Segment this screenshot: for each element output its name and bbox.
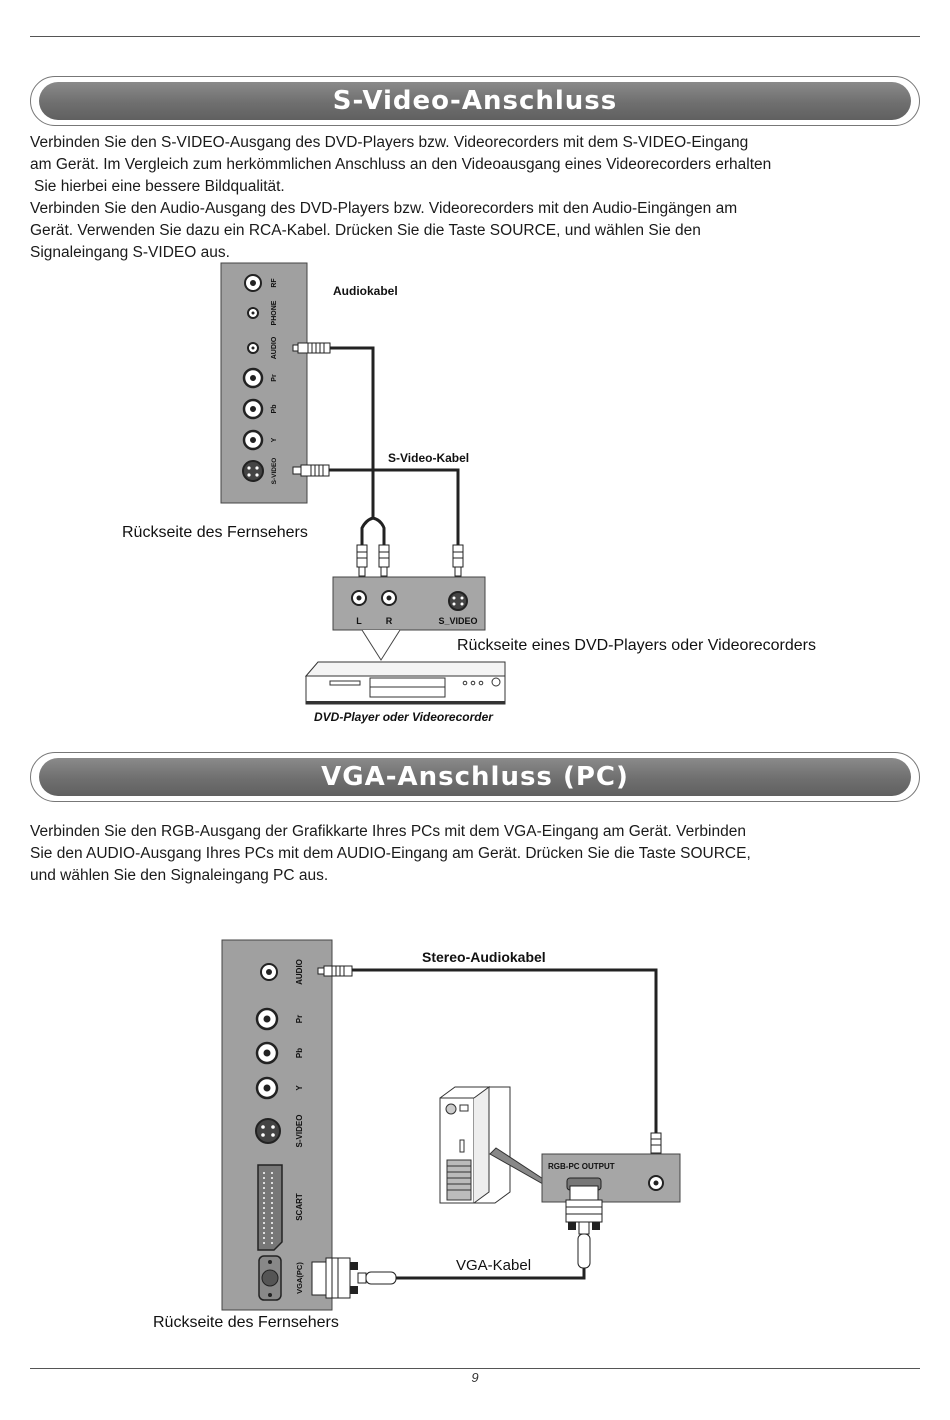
audio-plug-icon	[292, 342, 331, 354]
vga-cable	[396, 1268, 586, 1280]
pb-jack-icon	[242, 398, 264, 420]
section1-line: Verbinden Sie den Audio-Ausgang des DVD-…	[30, 200, 738, 217]
dvd-jack-label-r: R	[386, 616, 393, 626]
section1-line: Signaleingang S-VIDEO aus.	[30, 244, 230, 261]
rf-jack-core-icon	[250, 280, 256, 286]
panel-label-svideo: S-VIDEO	[271, 458, 278, 485]
audio-jack-core-icon	[251, 346, 255, 350]
svideo-plug-dvd-icon	[452, 544, 464, 577]
pc-output-label: RGB-PC OUTPUT	[548, 1162, 615, 1171]
panel-label-pb: Pb	[271, 405, 278, 414]
section2-line: Sie den AUDIO-Ausgang Ihres PCs mit dem …	[30, 845, 751, 862]
section1-banner: S-Video-Anschluss	[30, 76, 920, 126]
vga-plug-tv-icon	[311, 1257, 397, 1299]
phone-jack-core-icon	[251, 311, 255, 315]
vga-plug-pc-icon	[565, 1185, 603, 1269]
section1-line: am Gerät. Im Vergleich zum herkömmlichen…	[30, 156, 772, 173]
tv-rear-panel	[220, 262, 308, 504]
panel-label-pr: Pr	[295, 1015, 304, 1023]
section1-text: Verbinden Sie den S-VIDEO-Ausgang des DV…	[30, 132, 925, 264]
svideo-plug-icon	[292, 464, 330, 477]
pb-jack-icon	[255, 1041, 279, 1065]
section2-line: und wählen Sie den Signaleingang PC aus.	[30, 867, 329, 884]
panel-label-phone: PHONE	[271, 300, 278, 325]
panel-label-pb: Pb	[295, 1048, 304, 1058]
dvd-jack-label-svideo: S_VIDEO	[438, 616, 477, 626]
dvd-audio-r-jack-icon	[381, 590, 397, 606]
section2-line: Verbinden Sie den RGB-Ausgang der Grafik…	[30, 823, 746, 840]
pr-jack-icon	[255, 1007, 279, 1031]
panel-label-scart: SCART	[295, 1193, 304, 1221]
audio-cable	[330, 346, 386, 545]
top-rule	[30, 36, 920, 37]
panel-label-pr: Pr	[271, 374, 278, 382]
pr-jack-icon	[242, 367, 264, 389]
section1-line: Gerät. Verwenden Sie dazu ein RCA-Kabel.…	[30, 222, 701, 239]
scart-connector-icon	[257, 1164, 283, 1251]
panel-label-audio: AUDIO	[271, 336, 278, 359]
section2-banner: VGA-Anschluss (PC)	[30, 752, 920, 802]
rca-plug-left-icon	[356, 544, 368, 577]
dvd-audio-l-jack-icon	[351, 590, 367, 606]
dvd-pointer	[361, 629, 401, 661]
section2-title: VGA-Anschluss (PC)	[321, 762, 629, 792]
pc-audio-jack-icon	[648, 1175, 664, 1191]
dvd-device-label: DVD-Player oder Videorecorder	[314, 710, 494, 724]
tv-rear-label: Rückseite des Fernsehers	[122, 524, 308, 541]
svideo-jack-icon	[242, 460, 264, 482]
pc-tower-icon	[439, 1086, 511, 1204]
section1-title: S-Video-Anschluss	[332, 86, 618, 116]
tv-rear-label-vga: Rückseite des Fernsehers	[153, 1314, 339, 1331]
audio-cable-label: Audiokabel	[333, 284, 398, 298]
section1-line: Sie hierbei eine bessere Bildqualität.	[34, 178, 285, 195]
y-jack-icon	[242, 429, 264, 451]
svideo-cable-label: S-Video-Kabel	[388, 451, 469, 465]
dvd-player-icon	[304, 661, 506, 705]
section2-text: Verbinden Sie den RGB-Ausgang der Grafik…	[30, 821, 925, 887]
vga-port-icon	[258, 1255, 282, 1301]
audio-jack-icon	[260, 963, 278, 981]
stereo-cable-label: Stereo-Audiokabel	[422, 949, 546, 965]
panel-label-audio: AUDIO	[295, 959, 304, 985]
panel-label-vga: VGA(PC)	[295, 1262, 304, 1294]
panel-label-y: Y	[271, 437, 278, 442]
dvd-jack-label-l: L	[356, 616, 362, 626]
dvd-svideo-jack-icon	[448, 591, 468, 611]
svideo-connection-diagram: RF PHONE AUDIO Pr Pb Y S-VIDEO	[122, 262, 816, 724]
panel-label-y: Y	[295, 1085, 304, 1091]
svideo-jack-icon	[255, 1118, 281, 1144]
dvd-rear-label: Rückseite eines DVD-Players oder Videore…	[457, 637, 816, 654]
vga-cable-label: VGA-Kabel	[456, 1257, 531, 1274]
panel-label-svideo: S-VIDEO	[295, 1115, 304, 1148]
section1-line: Verbinden Sie den S-VIDEO-Ausgang des DV…	[30, 134, 749, 151]
page-number: 9	[471, 1370, 479, 1385]
svideo-cable	[329, 468, 460, 545]
section2-banner-fill: VGA-Anschluss (PC)	[39, 758, 911, 796]
stereo-audio-cable	[352, 968, 658, 1133]
stereo-plug-icon	[317, 965, 353, 977]
bottom-rule	[30, 1368, 920, 1369]
rca-plug-right-icon	[378, 544, 390, 577]
section1-banner-fill: S-Video-Anschluss	[39, 82, 911, 120]
y-jack-icon	[255, 1076, 279, 1100]
vga-connection-diagram: AUDIO Pr Pb Y S-VIDEO SCART VGA(PC)	[153, 939, 681, 1331]
panel-label-rf: RF	[271, 278, 278, 288]
